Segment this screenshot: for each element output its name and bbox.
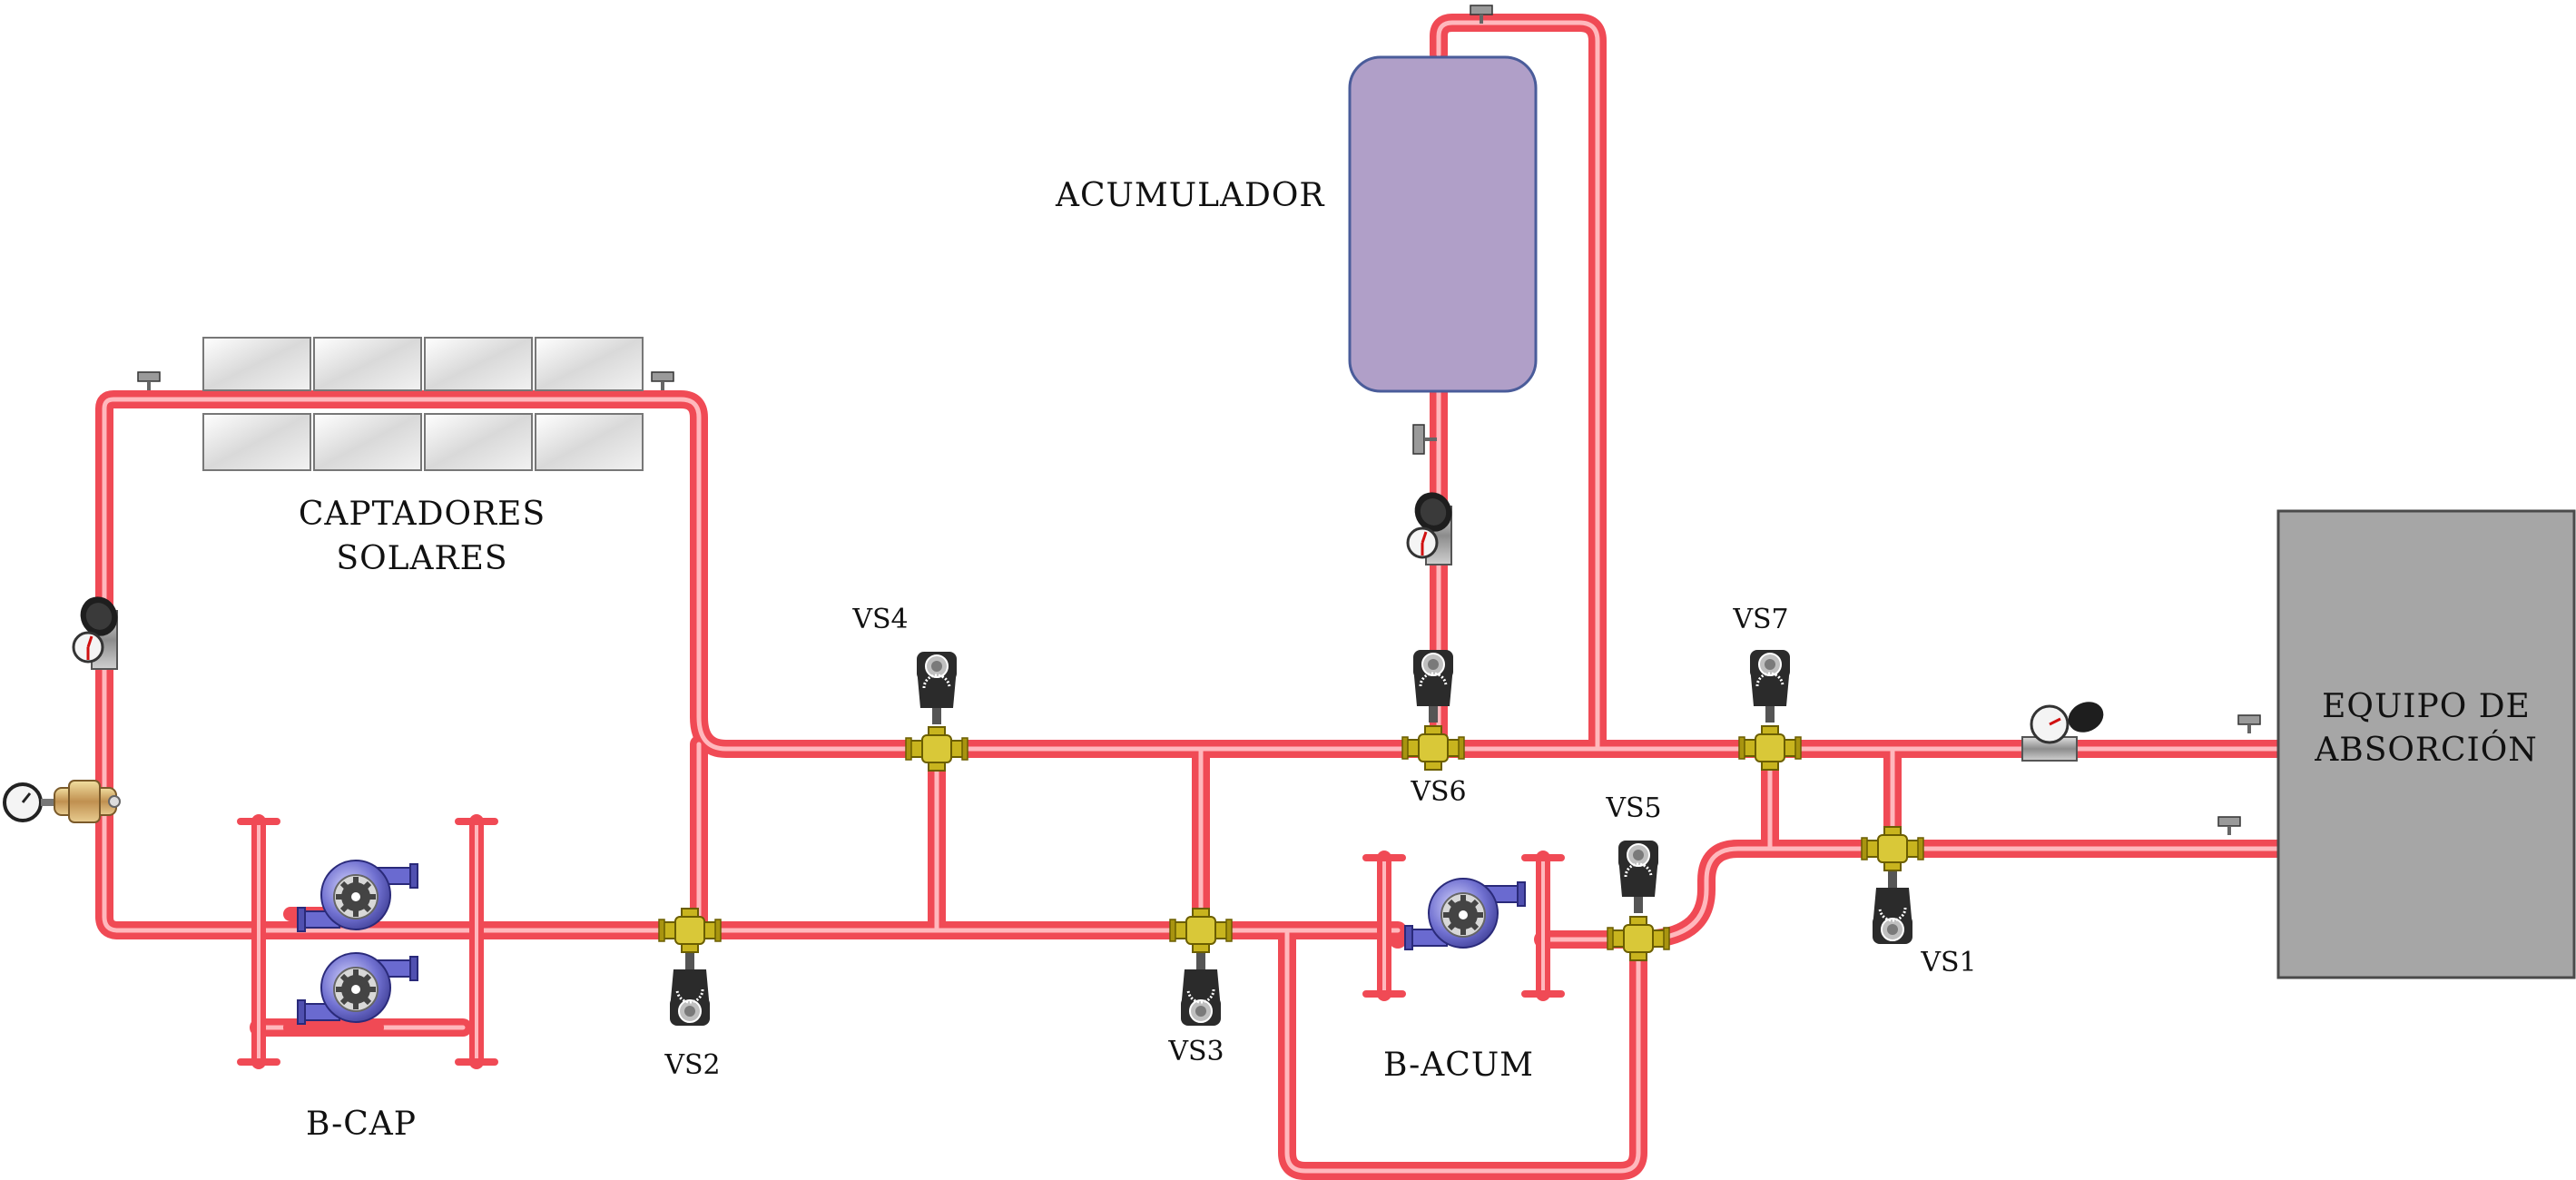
- b-acum-manifold: [1362, 851, 1565, 1001]
- temperature-probe-icon: [1412, 424, 1437, 455]
- accumulator-flow-meter-icon: [1406, 485, 1460, 566]
- b-acum-pump-icon: [1405, 879, 1525, 949]
- vs2-valve-icon[interactable]: [658, 908, 722, 953]
- solar-flow-meter-icon: [72, 589, 125, 671]
- vs4-actuator-icon[interactable]: [915, 650, 959, 726]
- safety-valve-icon: [54, 780, 121, 823]
- vs5-label: VS5: [1605, 792, 1661, 824]
- vs3-valve-icon[interactable]: [1169, 908, 1233, 953]
- vs2-actuator-icon[interactable]: [668, 951, 712, 1028]
- b-cap-pump-1-icon: [298, 860, 418, 931]
- b-cap-pump-2-icon: [298, 953, 418, 1024]
- vs7-actuator-icon[interactable]: [1748, 648, 1792, 724]
- captadores-label-line1: CAPTADORES: [299, 496, 546, 533]
- temperature-probe-icon: [2217, 816, 2241, 836]
- acumulador-label: ACUMULADOR: [1055, 177, 1324, 214]
- b-acum-label: B-ACUM: [1383, 1047, 1534, 1084]
- equipo-label-line1: EQUIPO DE: [2322, 688, 2531, 725]
- absorption-unit: [2276, 509, 2576, 979]
- temperature-probe-icon: [2237, 714, 2261, 734]
- vs4-valve-icon[interactable]: [905, 726, 968, 772]
- temperature-probe-icon: [651, 371, 674, 391]
- accumulator-tank: [1348, 55, 1538, 393]
- vs7-valve-icon[interactable]: [1738, 725, 1802, 771]
- vs3-label: VS3: [1167, 1036, 1224, 1067]
- temperature-probe-icon: [137, 371, 161, 391]
- vs6-valve-icon[interactable]: [1401, 725, 1465, 771]
- vs2-label: VS2: [664, 1049, 720, 1081]
- vs5-valve-icon[interactable]: [1607, 916, 1670, 961]
- vs4-label: VS4: [851, 604, 908, 635]
- piping-network: [95, 14, 2287, 1180]
- vs1-valve-icon[interactable]: [1861, 826, 1924, 871]
- vs3-actuator-icon[interactable]: [1179, 951, 1223, 1028]
- vs1-actuator-icon[interactable]: [1871, 870, 1914, 946]
- equipo-label-line2: ABSORCIÓN: [2314, 731, 2538, 769]
- vs5-actuator-icon[interactable]: [1617, 839, 1660, 915]
- vs7-label: VS7: [1732, 604, 1788, 635]
- b-cap-label: B-CAP: [306, 1106, 417, 1143]
- vs6-label: VS6: [1410, 776, 1466, 808]
- vs1-label: VS1: [1920, 947, 1976, 978]
- captadores-label-line2: SOLARES: [336, 540, 507, 577]
- solar-collectors: [202, 337, 644, 471]
- absorber-flow-meter-icon: [2021, 702, 2104, 762]
- pressure-gauge-icon: [3, 782, 59, 822]
